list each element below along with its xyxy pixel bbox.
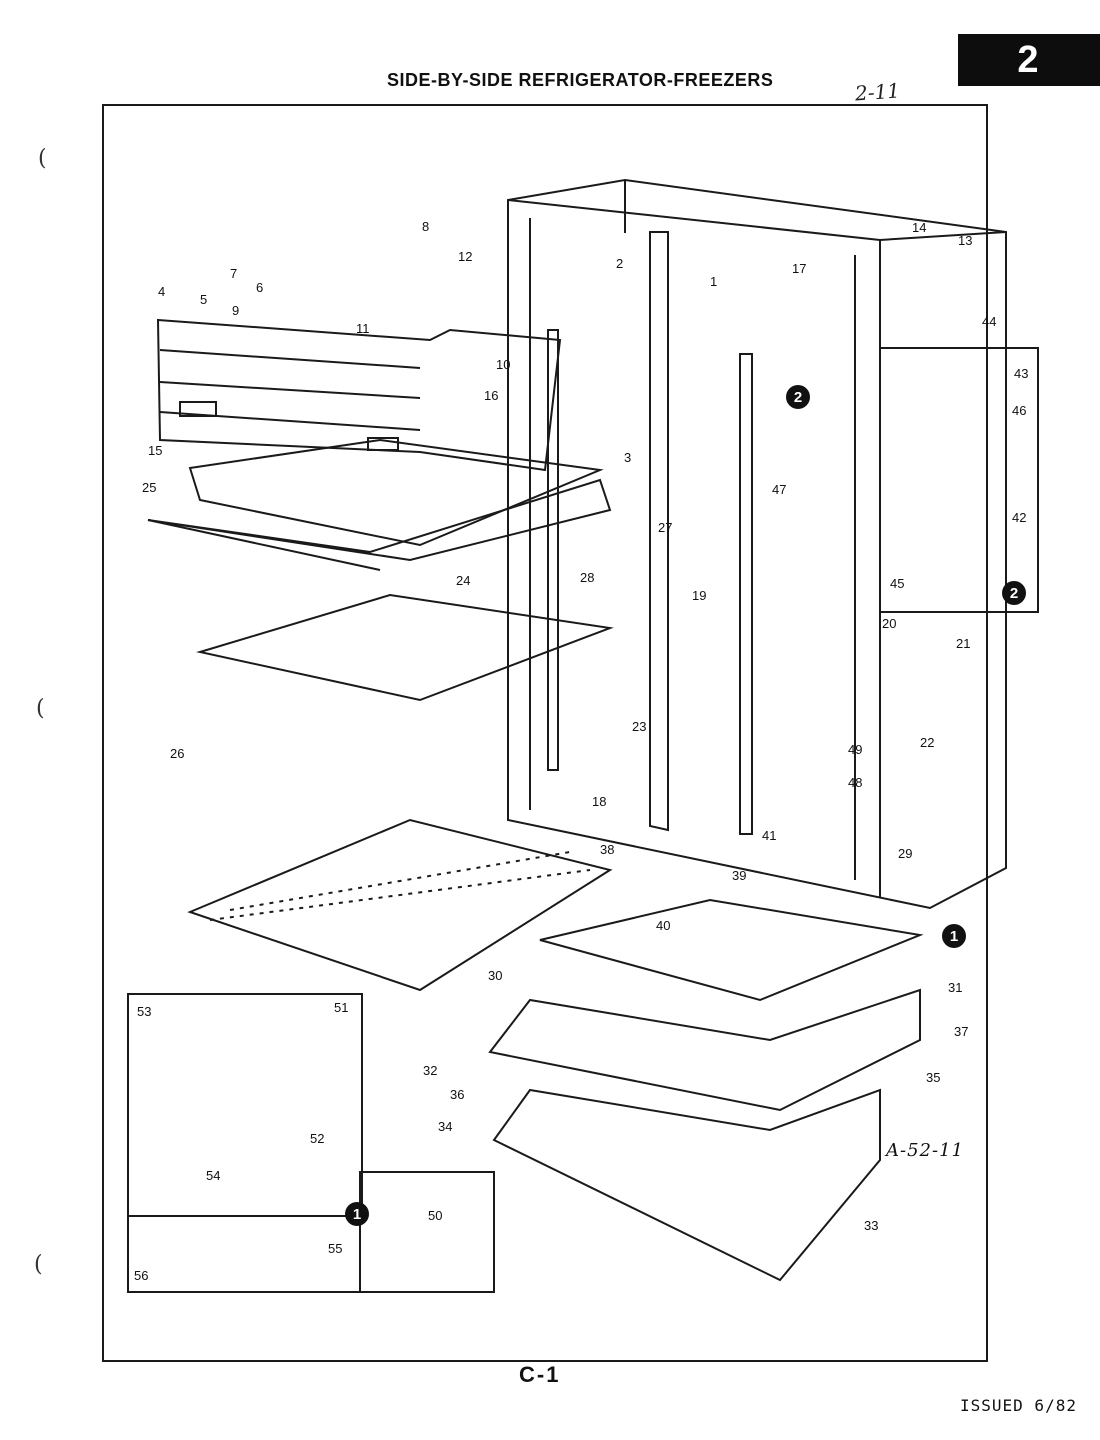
callout-14: 14 [912, 220, 926, 235]
crisper-assembly [488, 898, 924, 1282]
callout-41: 41 [762, 828, 776, 843]
callout-29: 29 [898, 846, 912, 861]
callout-51: 51 [334, 1000, 348, 1015]
callout-7: 7 [230, 266, 237, 281]
diagram-frame [102, 104, 988, 1362]
margin-mark: ( [36, 696, 45, 721]
callout-48: 48 [848, 775, 862, 790]
ladder-rails [547, 329, 753, 835]
callout-40: 40 [656, 918, 670, 933]
callout-44: 44 [982, 314, 996, 329]
cabinet-outline [507, 178, 1007, 910]
badge-1-cabinet [942, 924, 966, 948]
callout-46: 46 [1012, 403, 1026, 418]
issued-date: ISSUED 6/82 [960, 1396, 1077, 1415]
badge-2-cabinet [786, 385, 810, 409]
callout-labels: 1 2 3 4 5 6 7 8 9 10 11 12 13 14 15 16 1… [134, 219, 1028, 1283]
callout-1: 1 [710, 274, 717, 289]
callout-38: 38 [600, 842, 614, 857]
badge-label: 2 [1010, 585, 1018, 602]
callout-12: 12 [458, 249, 472, 264]
callout-23: 23 [632, 719, 646, 734]
callout-50: 50 [428, 1208, 442, 1223]
callout-18: 18 [592, 794, 606, 809]
page-title: SIDE-BY-SIDE REFRIGERATOR-FREEZERS [387, 70, 774, 90]
callout-54: 54 [206, 1168, 220, 1183]
callout-4: 4 [158, 284, 165, 299]
crisper-drawer-upper [488, 988, 921, 1112]
callout-34: 34 [438, 1119, 452, 1134]
badge-label: 1 [950, 928, 958, 945]
callout-10: 10 [496, 357, 510, 372]
callout-33: 33 [864, 1218, 878, 1233]
callout-21: 21 [956, 636, 970, 651]
callout-47: 47 [772, 482, 786, 497]
badge-label: 2 [794, 389, 802, 406]
callout-37: 37 [954, 1024, 968, 1039]
callout-43: 43 [1014, 366, 1028, 381]
callout-25: 25 [142, 480, 156, 495]
callout-9: 9 [232, 303, 239, 318]
callout-27: 27 [658, 520, 672, 535]
callout-15: 15 [148, 443, 162, 458]
callout-53: 53 [137, 1004, 151, 1019]
page-code: C-1 [519, 1362, 561, 1387]
inset-box-2 [879, 347, 1039, 613]
detail-badges: 2 2 1 1 [345, 385, 1026, 1226]
inset-box-1b [127, 1215, 361, 1293]
callout-39: 39 [732, 868, 746, 883]
callout-45: 45 [890, 576, 904, 591]
callout-19: 19 [692, 588, 706, 603]
badge-label: 1 [353, 1206, 361, 1223]
callout-3: 3 [624, 450, 631, 465]
callout-13: 13 [958, 233, 972, 248]
mullion [649, 231, 669, 832]
cabinet-body [507, 178, 1007, 910]
ladder-rail-left [547, 329, 559, 771]
callout-2: 2 [616, 256, 623, 271]
badge-1-inset [345, 1202, 369, 1226]
section-tab: 2 [958, 34, 1100, 86]
callout-30: 30 [488, 968, 502, 983]
callout-26: 26 [170, 746, 184, 761]
inset-box-1 [127, 993, 363, 1217]
callout-36: 36 [450, 1087, 464, 1102]
callout-22: 22 [920, 735, 934, 750]
inset-box-1c [359, 1171, 495, 1293]
callout-31: 31 [948, 980, 962, 995]
callout-49: 49 [848, 742, 862, 757]
wire-shelves [147, 438, 614, 992]
margin-mark: ( [38, 146, 47, 171]
crisper-cover [539, 898, 924, 1002]
callout-6: 6 [256, 280, 263, 295]
callout-16: 16 [484, 388, 498, 403]
ladder-rail-right [739, 353, 753, 835]
callout-35: 35 [926, 1070, 940, 1085]
crisper-drawer-lower [492, 1088, 881, 1282]
margin-mark: ( [34, 1252, 43, 1277]
callout-8: 8 [422, 219, 429, 234]
control-housing [156, 318, 562, 472]
callout-5: 5 [200, 292, 207, 307]
callout-52: 52 [310, 1131, 324, 1146]
shelf-top [188, 438, 604, 547]
callout-11: 11 [356, 321, 370, 336]
shelf-track-top [147, 478, 612, 562]
callout-56: 56 [134, 1268, 148, 1283]
callout-28: 28 [580, 570, 594, 585]
shelf-middle [196, 593, 614, 702]
callout-20: 20 [882, 616, 896, 631]
badge-2-inset [1002, 581, 1026, 605]
callout-55: 55 [328, 1241, 342, 1256]
callout-32: 32 [423, 1063, 437, 1078]
art-number: A-52-11 [886, 1140, 964, 1161]
callout-17: 17 [792, 261, 806, 276]
callout-24: 24 [456, 573, 470, 588]
callout-42: 42 [1012, 510, 1026, 525]
shelf-bottom [187, 818, 613, 992]
detail-insets [127, 347, 1039, 1293]
